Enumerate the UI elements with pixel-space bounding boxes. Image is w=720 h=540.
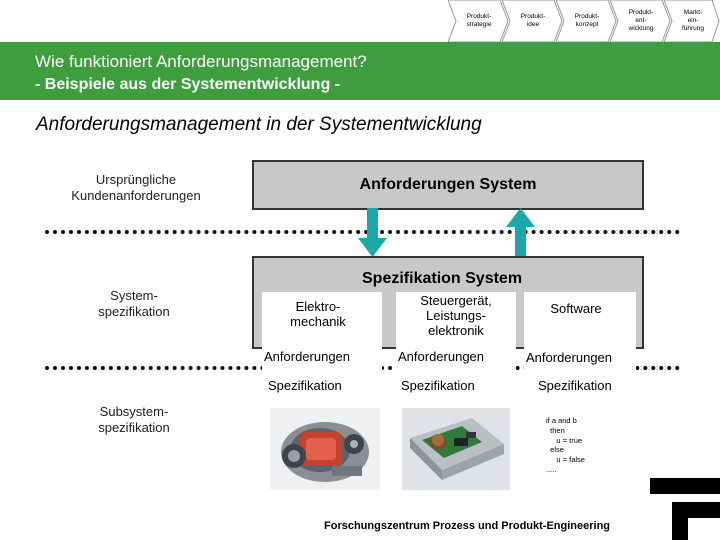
code-snippet: if a and b then u = true else u = false …: [546, 416, 585, 474]
institute-logo: [650, 478, 720, 540]
slide-subtitle: - Beispiele aus der Systementwicklung -: [35, 76, 340, 93]
requirements-label-control-unit: Anforderungen: [398, 349, 485, 364]
control-unit-image: [402, 408, 510, 490]
main-heading: Anforderungsmanagement in der Systementw…: [36, 114, 482, 135]
slide-title: Wie funktioniert Anforderungsmanagement?: [35, 52, 367, 71]
title-band: [0, 42, 720, 100]
column-head-software: Software: [550, 301, 602, 316]
column-software: [524, 292, 636, 400]
specification-label-electromechanics: Spezifikation: [268, 378, 342, 393]
process-step-market-launch[interactable]: Markt- ein- führung: [681, 9, 705, 32]
process-chevron-bar: Produkt- strategie Produkt- idee Produkt…: [448, 0, 720, 42]
down-arrow-icon: [358, 208, 387, 257]
process-step-development[interactable]: Produkt- ent- wicklung: [628, 9, 654, 32]
requirements-label-electromechanics: Anforderungen: [264, 349, 351, 364]
specification-label-software: Spezifikation: [538, 378, 612, 393]
process-step-concept[interactable]: Produkt- konzept: [574, 13, 600, 28]
specification-system-title: Spezifikation System: [362, 270, 523, 287]
footer-institute: Forschungszentrum Prozess und Produkt-En…: [324, 520, 611, 532]
column-head-control-unit: Steuergerät, Leistungs- elektronik: [420, 293, 492, 338]
column-head-electromechanics: Elektro- mechanik: [290, 299, 346, 329]
requirements-label-software: Anforderungen: [526, 350, 613, 365]
label-subsystem-specification: Subsystem- spezifikation: [98, 404, 170, 436]
process-step-idea[interactable]: Produkt- idee: [520, 13, 546, 28]
label-customer-requirements: Ursprüngliche Kundenanforderungen: [71, 172, 201, 204]
column-control-unit: [396, 292, 516, 400]
divider-upper: [45, 230, 680, 234]
process-chevron-shapes: [448, 0, 720, 42]
process-step-strategy[interactable]: Produkt- strategie: [466, 13, 492, 28]
specification-label-control-unit: Spezifikation: [401, 378, 475, 393]
motor-image: [270, 408, 380, 490]
column-electromechanics: [262, 292, 382, 400]
up-arrow-icon: [506, 208, 535, 258]
label-system-specification: System- spezifikation: [98, 288, 170, 320]
requirements-system-box: Anforderungen System: [252, 160, 644, 210]
